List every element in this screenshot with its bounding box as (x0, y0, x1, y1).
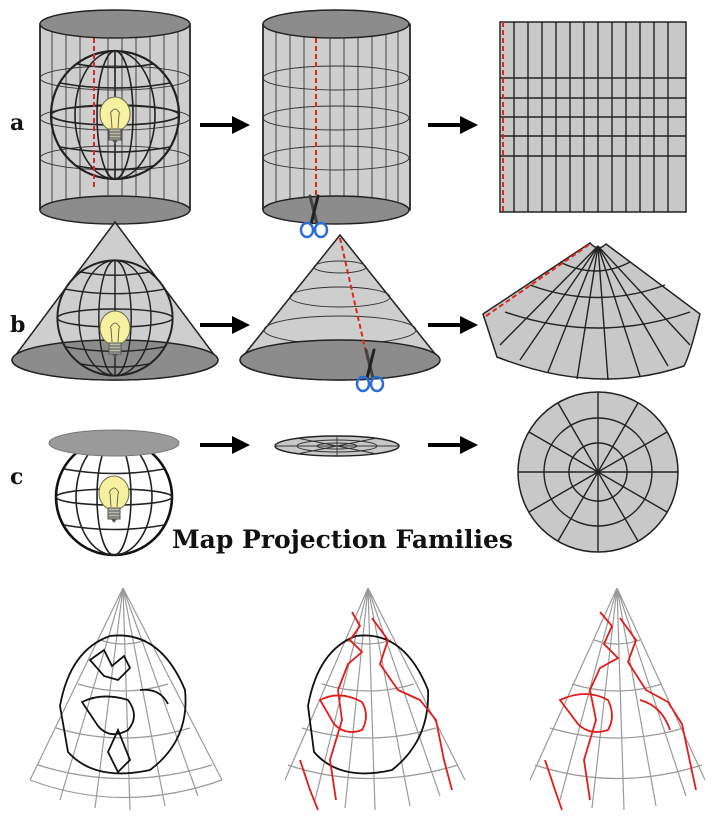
cylindrical-flat-map (499, 21, 687, 213)
cone-globe-projecting (284, 587, 466, 811)
figure-title: Map Projection Families (172, 525, 513, 554)
plane-disc (274, 435, 400, 457)
cylinder-cut (262, 9, 411, 239)
azimuthal-flat-map (517, 391, 679, 553)
arrow-right-icon (198, 434, 252, 456)
arrow-right-icon (198, 114, 252, 136)
arrow-right-icon (198, 314, 252, 336)
cone-cut (239, 233, 441, 393)
row-label-a: a (10, 110, 24, 136)
cone-globe-projected (529, 587, 706, 811)
conic-flat-map (482, 242, 701, 381)
cylinder-with-globe (39, 9, 191, 225)
arrow-right-icon (426, 434, 480, 456)
plane-with-globe (48, 429, 180, 557)
arrow-right-icon (426, 314, 480, 336)
arrow-right-icon (426, 114, 480, 136)
cone-with-globe (11, 220, 219, 381)
cone-globe-original (29, 587, 223, 811)
row-label-b: b (10, 312, 25, 338)
row-label-c: c (10, 464, 23, 490)
